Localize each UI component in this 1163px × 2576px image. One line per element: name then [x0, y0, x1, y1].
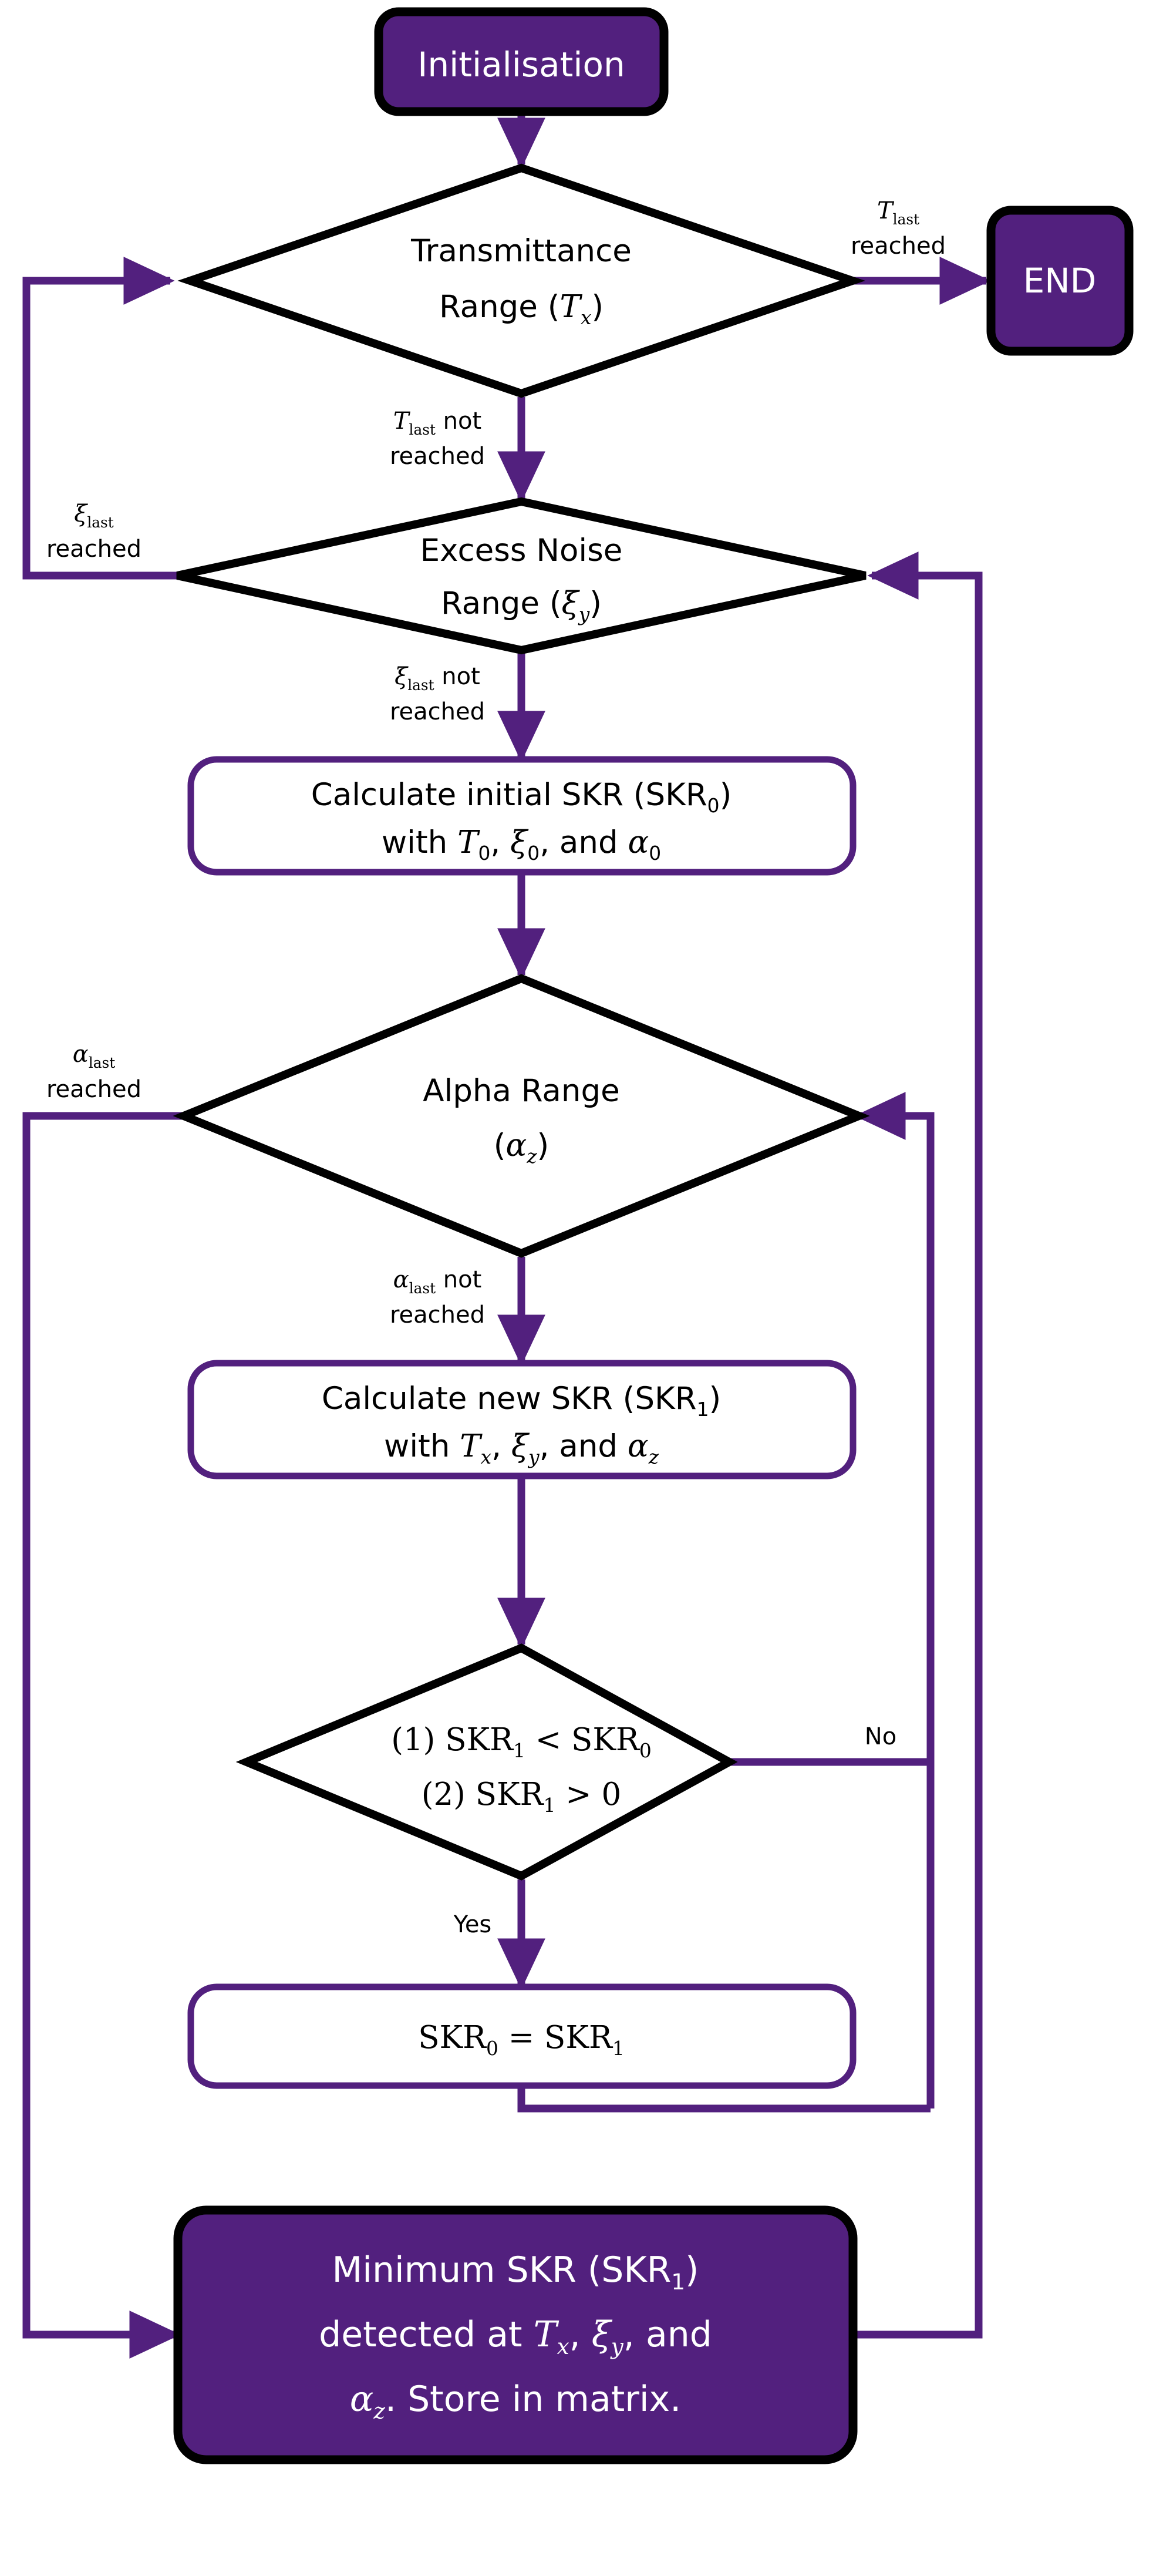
transmittance-range-line2: Range (Tx): [439, 289, 604, 329]
node-excess-noise-range[interactable]: Excess Noise Range (ξy): [176, 497, 867, 655]
calculate-initial-skr-line1: Calculate initial SKR (SKR0): [311, 777, 732, 817]
initialisation-label: Initialisation: [417, 45, 625, 85]
transmittance-range-shape: [177, 163, 865, 398]
assign-skr-label: SKR0 = SKR1: [418, 2020, 625, 2060]
assign-skr-shape: [187, 1983, 857, 2089]
edge-label-tlast-reached-line1: Tlast: [877, 197, 919, 228]
node-assign-skr[interactable]: SKR0 = SKR1: [187, 1983, 857, 2089]
transmittance-range-line1: Transmittance: [410, 233, 632, 269]
edge-minimumskr-to-excessnoise-loop: [854, 551, 983, 2339]
calculate-initial-skr-line2: with T0, ξ0, and α0: [382, 825, 661, 865]
initialisation-shape: [374, 7, 669, 116]
edge-alpha-loop-return: [854, 1092, 935, 2108]
edge-label-alphalast-reached-line1: αlast: [73, 1041, 115, 1071]
compare-decision-line2: (2) SKR1 > 0: [422, 1777, 621, 1817]
edge-label-xilast-reached-line2: reached: [46, 536, 141, 563]
edge-label-xilast-reached-line1: ξlast: [74, 500, 113, 531]
compare-decision-line1: (1) SKR1 < SKR0: [391, 1722, 651, 1762]
edge-label-tlast-reached-line2: reached: [851, 233, 946, 260]
calculate-initial-skr-shape: [187, 756, 857, 876]
edge-label-alphalast-reached: αlast reached: [46, 1041, 141, 1103]
edge-alphalast-reached-loop: [22, 1112, 189, 2359]
edge-label-alphalast-reached-line2: reached: [46, 1076, 141, 1103]
end-label: END: [1023, 261, 1097, 301]
edge-label-xilast-reached: ξlast reached: [46, 500, 141, 563]
calculate-new-skr-shape: [187, 1360, 857, 1479]
excess-noise-range-line2: Range (ξy): [441, 586, 602, 625]
alpha-range-line2: (αz): [494, 1128, 549, 1168]
minimum-skr-line2: detected at Tx, ξy, and: [319, 2314, 712, 2359]
node-transmittance-range[interactable]: Transmittance Range (Tx): [177, 163, 865, 398]
edge-label-no: No: [865, 1723, 896, 1750]
node-minimum-skr[interactable]: Minimum SKR (SKR1) detected at Tx, ξy, a…: [173, 2205, 858, 2464]
edge-label-xilast-not-reached: ξlast not reached: [390, 663, 485, 725]
alpha-range-shape: [173, 974, 870, 1258]
minimum-skr-line1: Minimum SKR (SKR1): [332, 2249, 699, 2295]
edge-label-xilast-not-reached-line1: ξlast not: [395, 663, 480, 694]
edge-label-alphalast-not-reached: αlast not reached: [390, 1266, 485, 1329]
edge-label-tlast-not-reached-line1: Tlast not: [393, 408, 481, 438]
compare-decision-shape: [235, 1643, 738, 1881]
minimum-skr-shape: [173, 2205, 858, 2464]
edge-label-tlast-not-reached-line2: reached: [390, 443, 485, 470]
edge-label-alphalast-not-reached-line2: reached: [390, 1302, 485, 1329]
node-calculate-initial-skr[interactable]: Calculate initial SKR (SKR0) with T0, ξ0…: [187, 756, 857, 876]
calculate-new-skr-line2: with Tx, ξy, and αz: [384, 1428, 659, 1468]
edge-label-alphalast-not-reached-line1: αlast not: [393, 1266, 482, 1297]
node-compare-decision[interactable]: (1) SKR1 < SKR0 (2) SKR1 > 0: [235, 1643, 738, 1881]
excess-noise-range-line1: Excess Noise: [420, 533, 623, 569]
end-shape: [986, 206, 1134, 356]
alpha-range-line1: Alpha Range: [423, 1073, 620, 1109]
connector-layer: [22, 112, 991, 2359]
edge-xilast-reached-loop: [22, 257, 193, 580]
edge-label-yes: Yes: [453, 1911, 492, 1938]
calculate-new-skr-line1: Calculate new SKR (SKR1): [322, 1381, 721, 1421]
node-end[interactable]: END: [986, 206, 1134, 356]
node-alpha-range[interactable]: Alpha Range (αz): [173, 974, 870, 1258]
excess-noise-range-shape: [176, 497, 867, 655]
edge-label-tlast-not-reached: Tlast not reached: [390, 408, 485, 470]
edge-assign-to-alpha-loop: [517, 2084, 931, 2113]
node-calculate-new-skr[interactable]: Calculate new SKR (SKR1) with Tx, ξy, an…: [187, 1360, 857, 1479]
edge-label-xilast-not-reached-line2: reached: [390, 698, 485, 725]
node-initialisation[interactable]: Initialisation: [374, 7, 669, 116]
edge-label-tlast-reached: Tlast reached: [851, 197, 946, 260]
minimum-skr-line3: αz. Store in matrix.: [350, 2379, 681, 2424]
